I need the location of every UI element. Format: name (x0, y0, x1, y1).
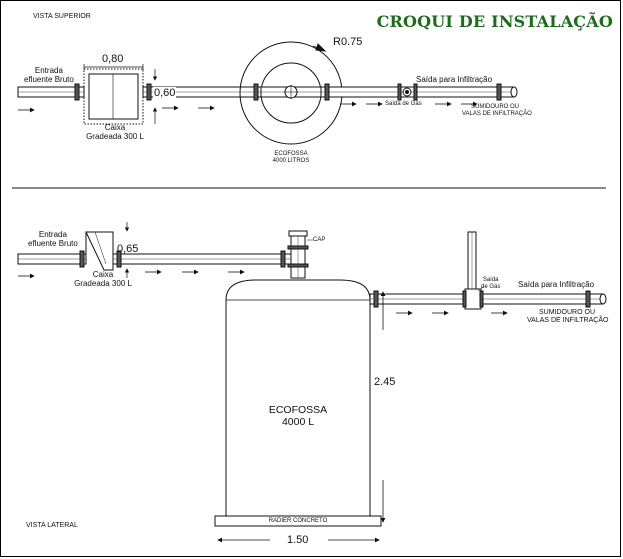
side-gas-vent (467, 231, 485, 292)
top-view (17, 41, 518, 145)
side-width: 1.50 (287, 534, 309, 546)
drawing-title: CROQUI DE INSTALAÇÃO (376, 12, 613, 31)
side-cap-label: CAP (313, 237, 326, 243)
top-outlet-pipe (320, 83, 518, 101)
side-base-label: RADIER CONCRETO (268, 518, 328, 524)
top-box-width: 0,80 (102, 53, 124, 65)
top-view-label: VISTA SUPERIOR (33, 13, 91, 20)
side-box-height: 0,65 (117, 243, 139, 255)
top-radius: R0.75 (333, 36, 363, 48)
top-flow-arrows (18, 101, 478, 113)
side-height: 2.45 (374, 376, 396, 388)
side-flow-arrows (18, 269, 508, 316)
side-outlet-label: Saída para Infiltração (518, 280, 595, 289)
top-grating-box (83, 68, 144, 125)
top-inlet-pipe (17, 83, 85, 101)
side-outlet-pipe (369, 288, 607, 310)
top-outlet-label: Saída para Infiltração (416, 75, 493, 84)
top-gas-outlet-label: Saída de Gás (385, 101, 422, 107)
side-riser-cap (287, 230, 313, 279)
side-tank-body (214, 279, 382, 527)
top-box-width-dim (83, 64, 144, 70)
side-inlet-pipe (17, 250, 87, 268)
side-grating-box (85, 231, 114, 271)
side-view (17, 222, 607, 543)
top-box-depth: 0,60 (153, 87, 177, 100)
side-pipe-to-tank (112, 250, 292, 268)
side-view-label: VISTA LATERAL (26, 522, 78, 529)
